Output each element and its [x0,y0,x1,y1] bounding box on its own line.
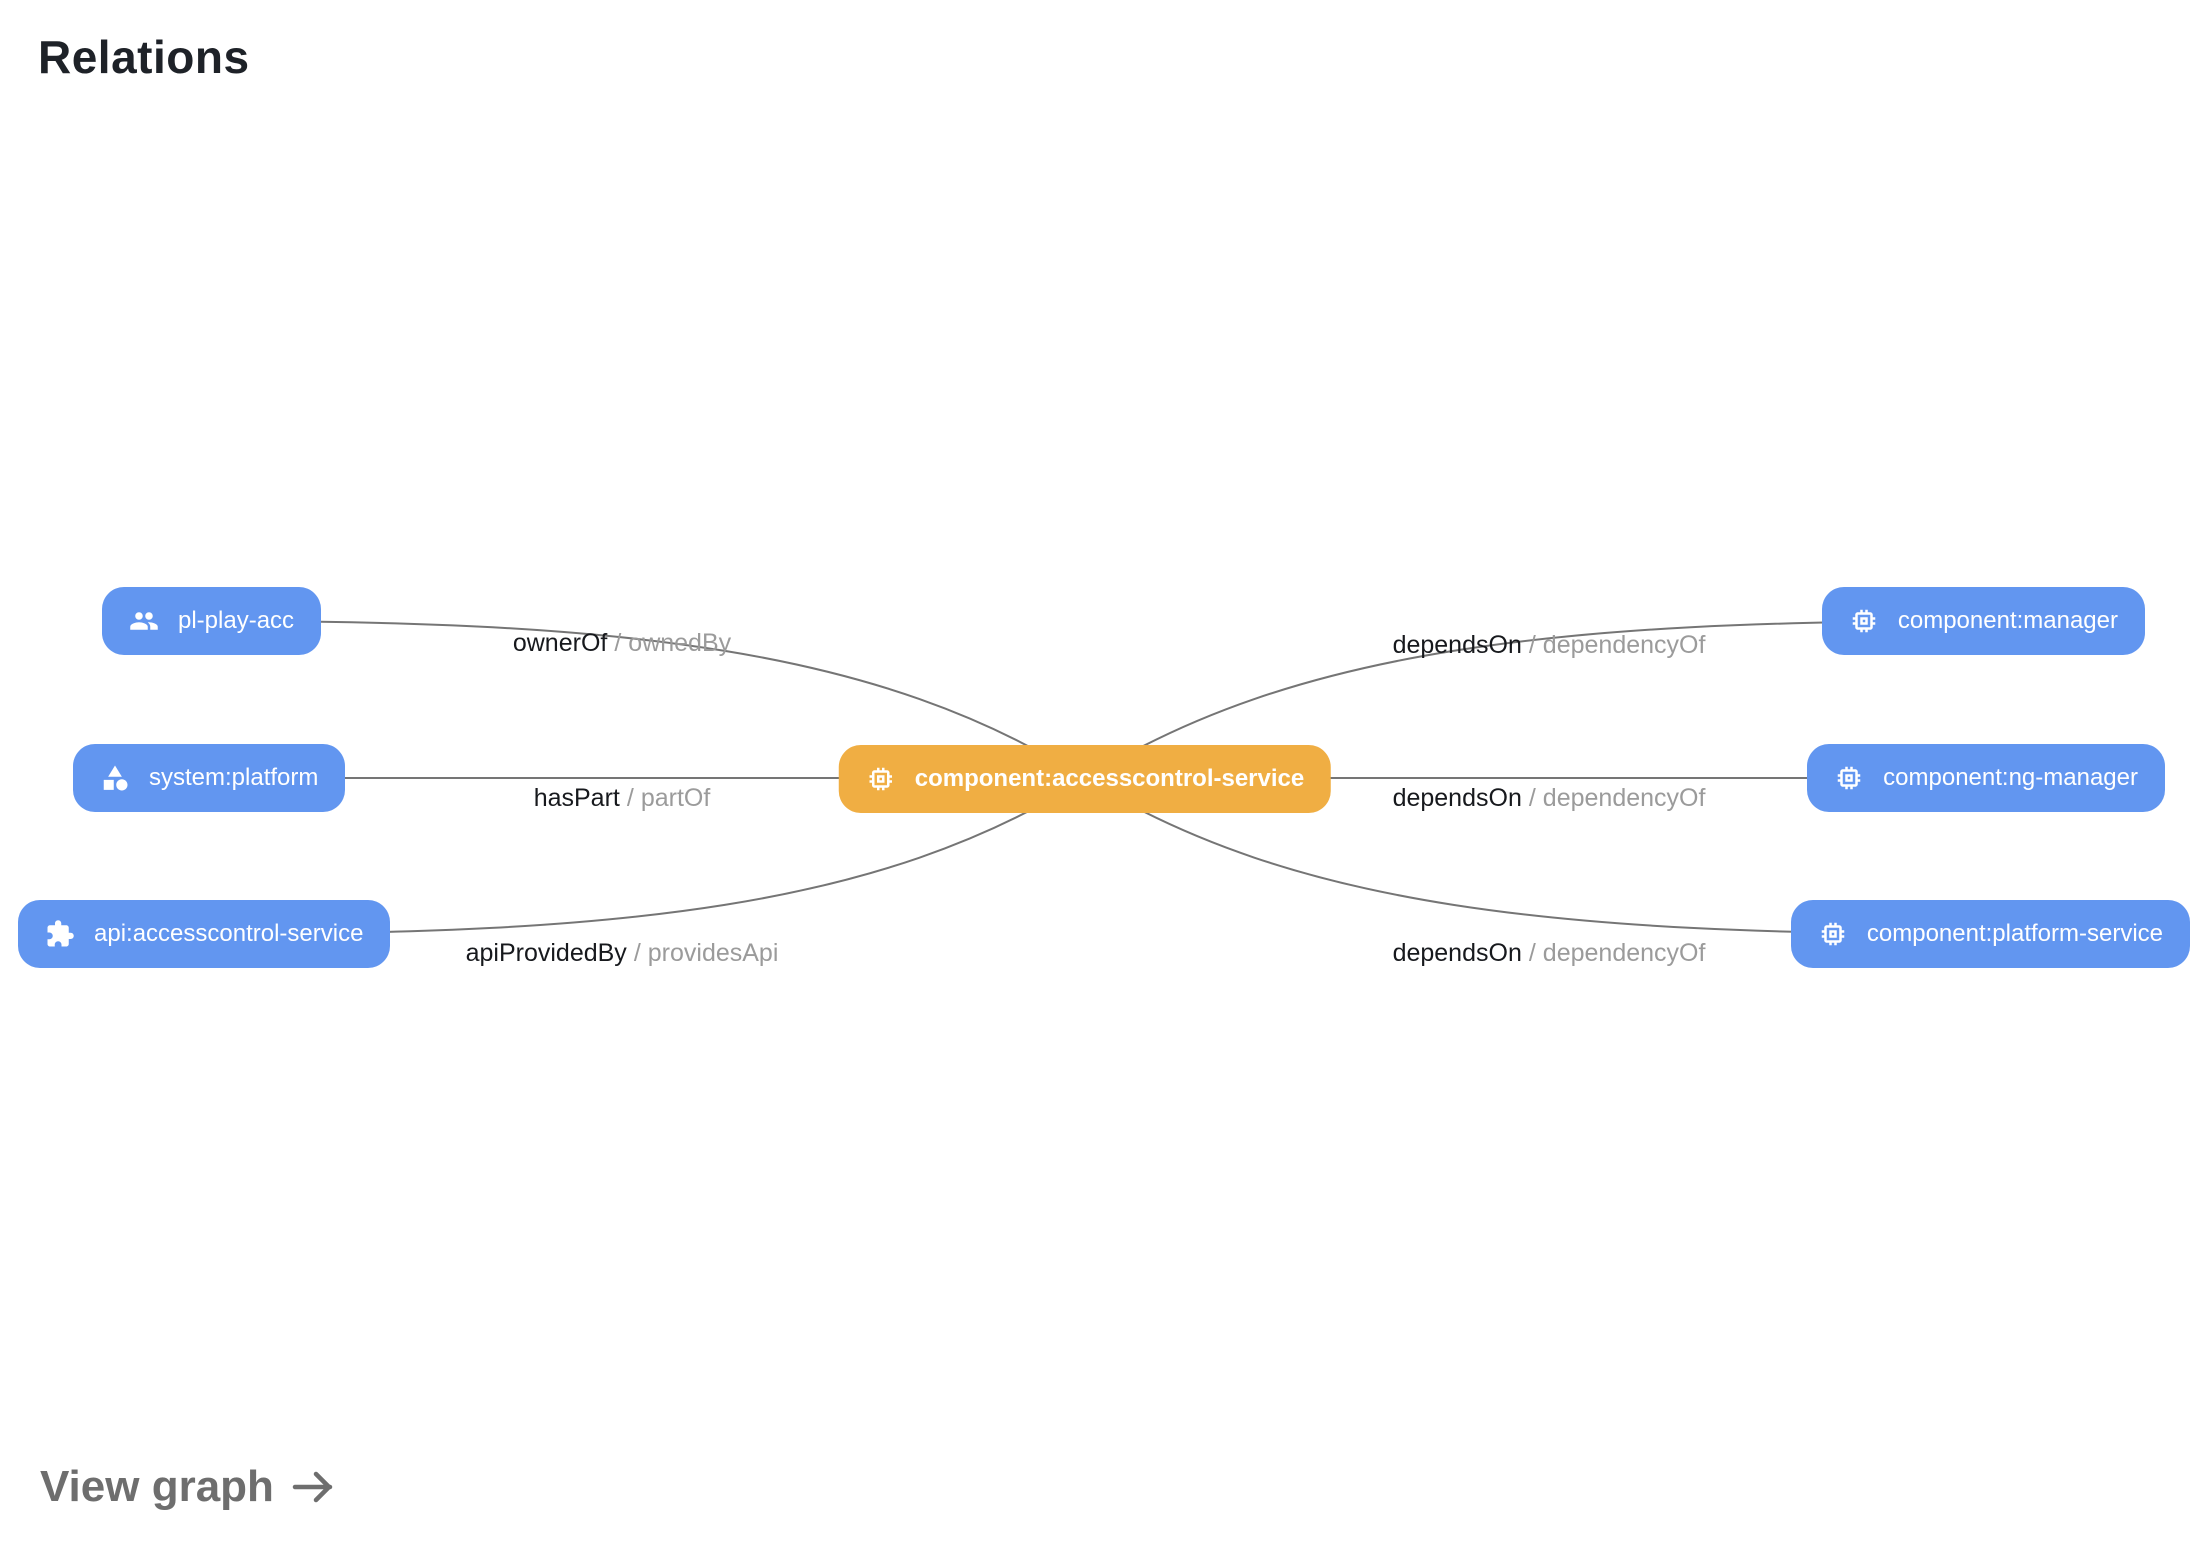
shapes-icon [100,763,130,793]
edge-label-dependson-2: dependsOn/dependencyOf [1393,783,1706,814]
relation-separator: / [626,784,634,812]
inverse-relation-text: partOf [640,784,711,812]
relation-text: apiProvidedBy [465,939,627,967]
node-label: component:accesscontrol-service [914,765,1305,792]
chip-icon [1818,919,1848,949]
relation-text: ownerOf [512,629,608,657]
puzzle-icon [45,919,75,949]
view-graph-label: View graph [40,1462,274,1511]
edge-label-apiprovidedby: apiProvidedBy/providesApi [466,938,779,969]
page-title: Relations [38,31,250,83]
inverse-relation-text: providesApi [647,939,779,967]
relation-text: dependsOn [1392,784,1522,812]
edge-line-ownerof [213,620,1086,780]
relation-text: dependsOn [1392,939,1522,967]
relation-separator: / [1528,784,1536,812]
node-label: component:platform-service [1866,920,2163,947]
inverse-relation-text: dependencyOf [1542,784,1706,812]
relation-text: dependsOn [1392,631,1522,659]
people-icon [129,606,159,636]
chip-icon [866,764,896,794]
relation-text: hasPart [533,784,620,812]
edge-line-dependson-1 [1084,620,1977,780]
node-label: component:ng-manager [1883,764,2138,791]
edge-label-ownerof: ownerOf/ownedBy [513,628,731,659]
relation-separator: / [633,939,641,967]
relation-separator: / [1528,631,1536,659]
inverse-relation-text: dependencyOf [1542,631,1706,659]
node-component-ng-manager[interactable]: component:ng-manager [1807,744,2165,812]
node-label: pl-play-acc [178,607,295,634]
node-component-manager[interactable]: component:manager [1821,587,2145,655]
chip-icon [1834,763,1864,793]
node-label: system:platform [149,764,319,791]
node-system-platform[interactable]: system:platform [73,744,346,812]
node-label: api:accesscontrol-service [94,920,364,947]
relation-separator: / [1528,939,1536,967]
arrow-right-icon [292,1471,333,1503]
node-component-platform-service[interactable]: component:platform-service [1790,900,2190,968]
inverse-relation-text: dependencyOf [1542,939,1706,967]
inverse-relation-text: ownedBy [628,629,732,657]
node-pl-play-acc[interactable]: pl-play-acc [102,587,322,655]
view-graph-link[interactable]: View graph [40,1462,336,1512]
node-label: component:manager [1897,607,2118,634]
relation-separator: / [614,629,622,657]
edge-label-haspart: hasPart/partOf [534,783,711,814]
node-api-accesscontrol-service[interactable]: api:accesscontrol-service [18,900,391,968]
node-component-accesscontrol-service[interactable]: component:accesscontrol-service [838,745,1332,813]
edge-label-dependson-3: dependsOn/dependencyOf [1393,938,1706,969]
chip-icon [1849,606,1879,636]
edge-label-dependson-1: dependsOn/dependencyOf [1393,630,1706,661]
